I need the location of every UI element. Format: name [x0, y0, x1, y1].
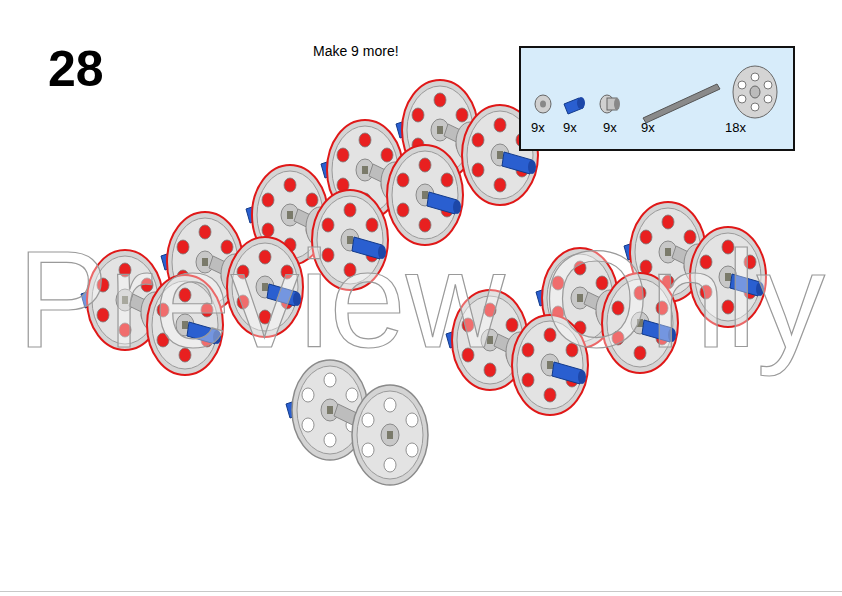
part-quantity: 9x	[563, 120, 577, 135]
watermark: Preview Only	[17, 231, 825, 368]
part-icons	[521, 48, 793, 149]
part-quantity: 18x	[725, 120, 746, 135]
page-rule	[0, 591, 842, 592]
part-quantity: 9x	[531, 120, 545, 135]
part-quantity: 9x	[641, 120, 655, 135]
instruction-note: Make 9 more!	[313, 44, 399, 58]
step-number: 28	[48, 44, 104, 94]
part-quantity: 9x	[603, 120, 617, 135]
parts-list-box: 9x 9x 9x 9x 18x	[519, 46, 795, 151]
